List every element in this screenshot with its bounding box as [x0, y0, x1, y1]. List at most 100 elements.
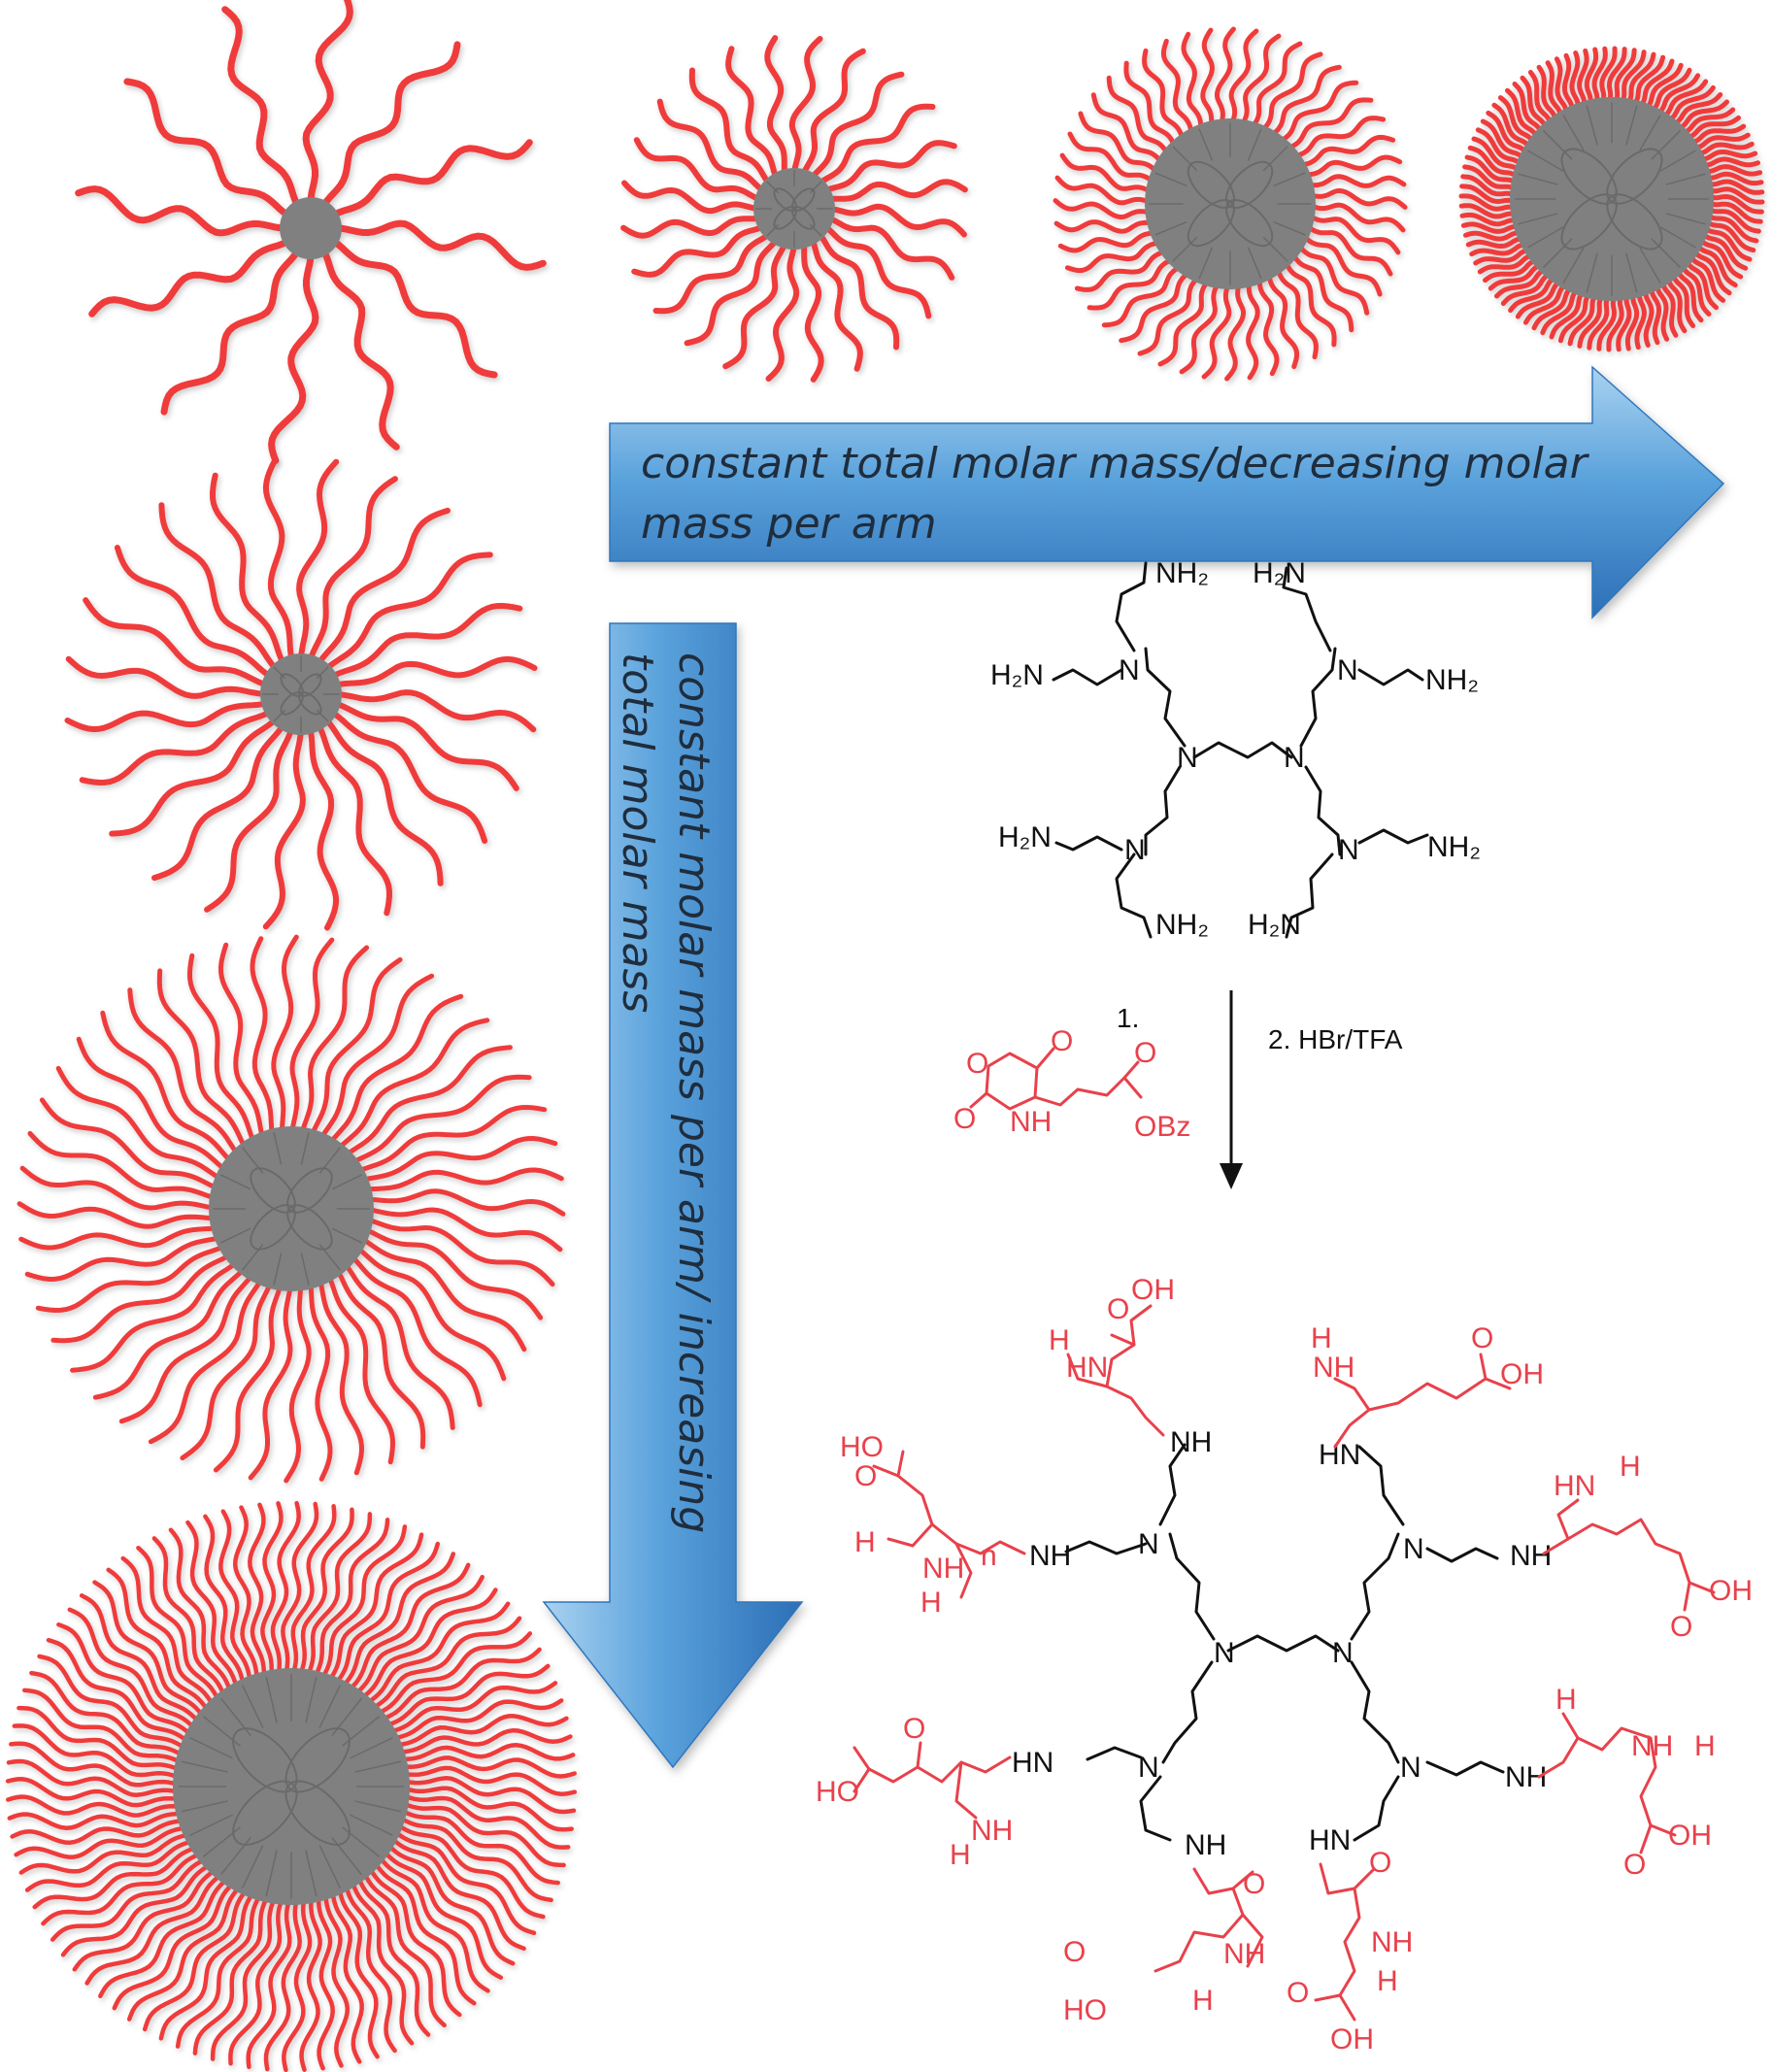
product-ho-7: HO — [1063, 1994, 1107, 2026]
polymer-arm — [262, 457, 295, 664]
polymer-arm — [1290, 237, 1370, 316]
product-o-4: O — [1670, 1611, 1692, 1643]
polymer-arm — [136, 1545, 227, 1714]
polymer-arm — [307, 476, 398, 664]
polymer-arm — [331, 655, 538, 688]
polymer-arm — [37, 1654, 199, 1756]
core-branch — [181, 1760, 228, 1773]
polymer-arm — [631, 222, 768, 278]
polymer-arm — [1142, 48, 1188, 150]
product-h-8: H — [1377, 1965, 1398, 1997]
polymer-arm — [209, 472, 287, 668]
polymer-arm — [260, 1501, 284, 1690]
polymer-arm — [10, 1817, 199, 1846]
polymer-arm — [210, 1884, 281, 2061]
product-n-center-left: N — [1214, 1637, 1235, 1669]
core-branch — [1172, 146, 1198, 172]
polymer-arm — [39, 1097, 226, 1193]
polymer-arm — [295, 1507, 354, 1688]
polymer-arm — [112, 1871, 244, 2011]
polymer-arm — [1215, 26, 1236, 135]
polymer-arm — [60, 1855, 222, 1957]
polymer-arm — [271, 934, 299, 1142]
polymer-arm — [12, 1723, 193, 1783]
star-polymer-column — [5, 457, 578, 2072]
polymer-arm — [1074, 246, 1176, 292]
reaction-step-2-label: 2. HBr/TFA — [1268, 1024, 1403, 1054]
polymer-arm — [315, 1881, 335, 2071]
polymer-arm — [27, 1130, 224, 1203]
polymer-arm — [364, 1631, 533, 1722]
product-nh-6: NH — [1631, 1730, 1673, 1762]
polymer-arm — [338, 1255, 455, 1430]
polymer-arm — [1237, 33, 1282, 135]
core-branch — [1518, 213, 1558, 225]
polymer-arm — [302, 0, 353, 206]
polymer-arm — [180, 1274, 276, 1461]
polymer-arm — [684, 235, 781, 347]
polymer-arm — [1053, 219, 1163, 234]
polymer-arm — [307, 724, 340, 931]
core-branch — [305, 1676, 318, 1723]
polymer-arm — [24, 1834, 207, 1892]
core-lobe — [286, 1167, 333, 1214]
polymer-arm — [358, 1215, 555, 1287]
polymer-arm — [345, 1574, 485, 1706]
polymer-arm — [1123, 60, 1182, 155]
polymer-arm — [621, 180, 763, 215]
polymer-arm — [1101, 258, 1188, 328]
polymer-arm — [389, 1776, 577, 1815]
product-h-5: H — [950, 1839, 971, 1871]
polymer-arm — [64, 700, 271, 733]
polymer-arm — [1272, 80, 1359, 150]
polymer-arm — [1181, 31, 1205, 140]
polymer-arm — [186, 952, 259, 1151]
core-branch — [1639, 247, 1661, 284]
polymer-arm — [825, 203, 967, 238]
star-polymer-row — [75, 0, 1765, 464]
polymer-arm — [1294, 154, 1403, 179]
polymer-arm — [55, 1065, 229, 1185]
polymer-arm — [816, 103, 936, 187]
core-branch — [265, 1850, 278, 1897]
monomer-o-ester: O — [1134, 1037, 1156, 1069]
polymer-arm — [315, 1524, 408, 1692]
polymer-arm — [50, 1851, 218, 1942]
polymer-arm — [175, 1881, 268, 2049]
product-n-upper-right: N — [1403, 1533, 1424, 1565]
polymer-arm — [263, 1885, 302, 2072]
polymer-arm — [297, 945, 370, 1142]
core-branch — [1262, 236, 1288, 262]
polymer-arm — [168, 1527, 238, 1706]
polymer-arm — [92, 1261, 251, 1400]
star-polymer-row-4 — [1458, 46, 1765, 352]
core-branch — [809, 223, 822, 237]
polymer-arm — [1201, 274, 1233, 380]
core-branch — [1247, 247, 1262, 280]
nca-monomer-structure: O O O NH O OBz — [953, 1025, 1190, 1143]
polymer-arm — [114, 545, 275, 681]
dendrimer-h2n-left-upper: H₂N — [990, 659, 1044, 691]
core-branch — [219, 1174, 251, 1190]
product-nh-left-upper: NH — [1029, 1540, 1071, 1572]
product-h-3: H — [854, 1526, 876, 1558]
polymer-arm — [65, 655, 270, 699]
product-h-7: H — [1192, 1985, 1214, 2017]
polymer-arm — [382, 1714, 569, 1751]
product-h-2: H — [1311, 1322, 1332, 1354]
product-hn-4: HN — [1554, 1470, 1595, 1502]
polymer-arm — [288, 1504, 337, 1688]
polymer-arm — [35, 1241, 233, 1314]
polymer-arm — [384, 1727, 573, 1756]
polymer-arm — [1272, 258, 1319, 360]
polymer-arm — [1059, 152, 1161, 197]
polymer-arm — [316, 973, 435, 1147]
polymer-arm — [1285, 116, 1387, 162]
polymer-arm — [151, 720, 287, 882]
polymer-arm — [764, 35, 788, 179]
polymer-arm — [350, 1864, 431, 2037]
polymer-arm — [56, 1621, 204, 1745]
polymer-arm — [288, 937, 335, 1142]
polymer-arm — [824, 179, 968, 203]
polymer-arm — [307, 1274, 333, 1482]
